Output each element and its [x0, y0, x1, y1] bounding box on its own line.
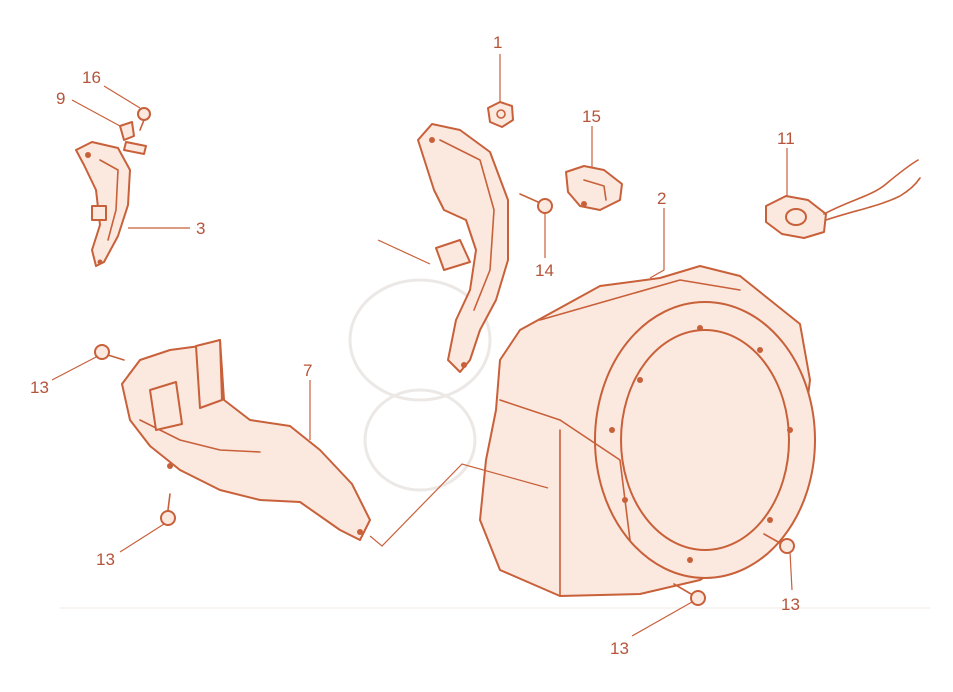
assembly-guide-line: [369, 463, 549, 547]
part-13-screw-d: [673, 583, 706, 606]
part-11-switch: [765, 159, 921, 239]
leader-13a: [51, 355, 99, 381]
callout-2: 2: [657, 189, 666, 208]
part-3-side-bracket: [75, 141, 131, 267]
part-7-lower-cover: [121, 339, 371, 541]
part-1-nut: [487, 101, 514, 128]
callout-13-bottom: 13: [610, 639, 629, 658]
part-13-screw-b: [160, 493, 176, 526]
part-16-screw: [137, 107, 151, 131]
leader-13b: [119, 523, 165, 553]
callout-11: 11: [777, 129, 795, 148]
part-13-screw-a: [94, 344, 125, 361]
callout-3: 3: [196, 219, 205, 238]
part-9-clip: [119, 121, 147, 155]
part-14-screw: [519, 193, 553, 214]
part-15-clip: [565, 165, 623, 211]
callout-1: 1: [493, 33, 502, 52]
callout-7: 7: [303, 361, 312, 380]
callout-16: 16: [82, 68, 101, 87]
upper-bracket: [377, 123, 509, 373]
leader-9: [71, 99, 121, 127]
callout-9: 9: [56, 89, 65, 108]
leader-2: [649, 208, 665, 279]
leader-16: [103, 85, 141, 109]
callout-15: 15: [582, 107, 601, 126]
callout-13-right: 13: [781, 595, 800, 614]
part-2-fan-shroud: [479, 265, 816, 597]
part-13-screw-c: [763, 533, 795, 554]
callout-13-left: 13: [30, 378, 49, 397]
leader-13c: [789, 551, 793, 591]
leader-13d: [631, 601, 693, 637]
callout-13-bottom-left: 13: [96, 550, 115, 569]
watermark: [348, 278, 492, 492]
callout-14: 14: [535, 261, 554, 280]
